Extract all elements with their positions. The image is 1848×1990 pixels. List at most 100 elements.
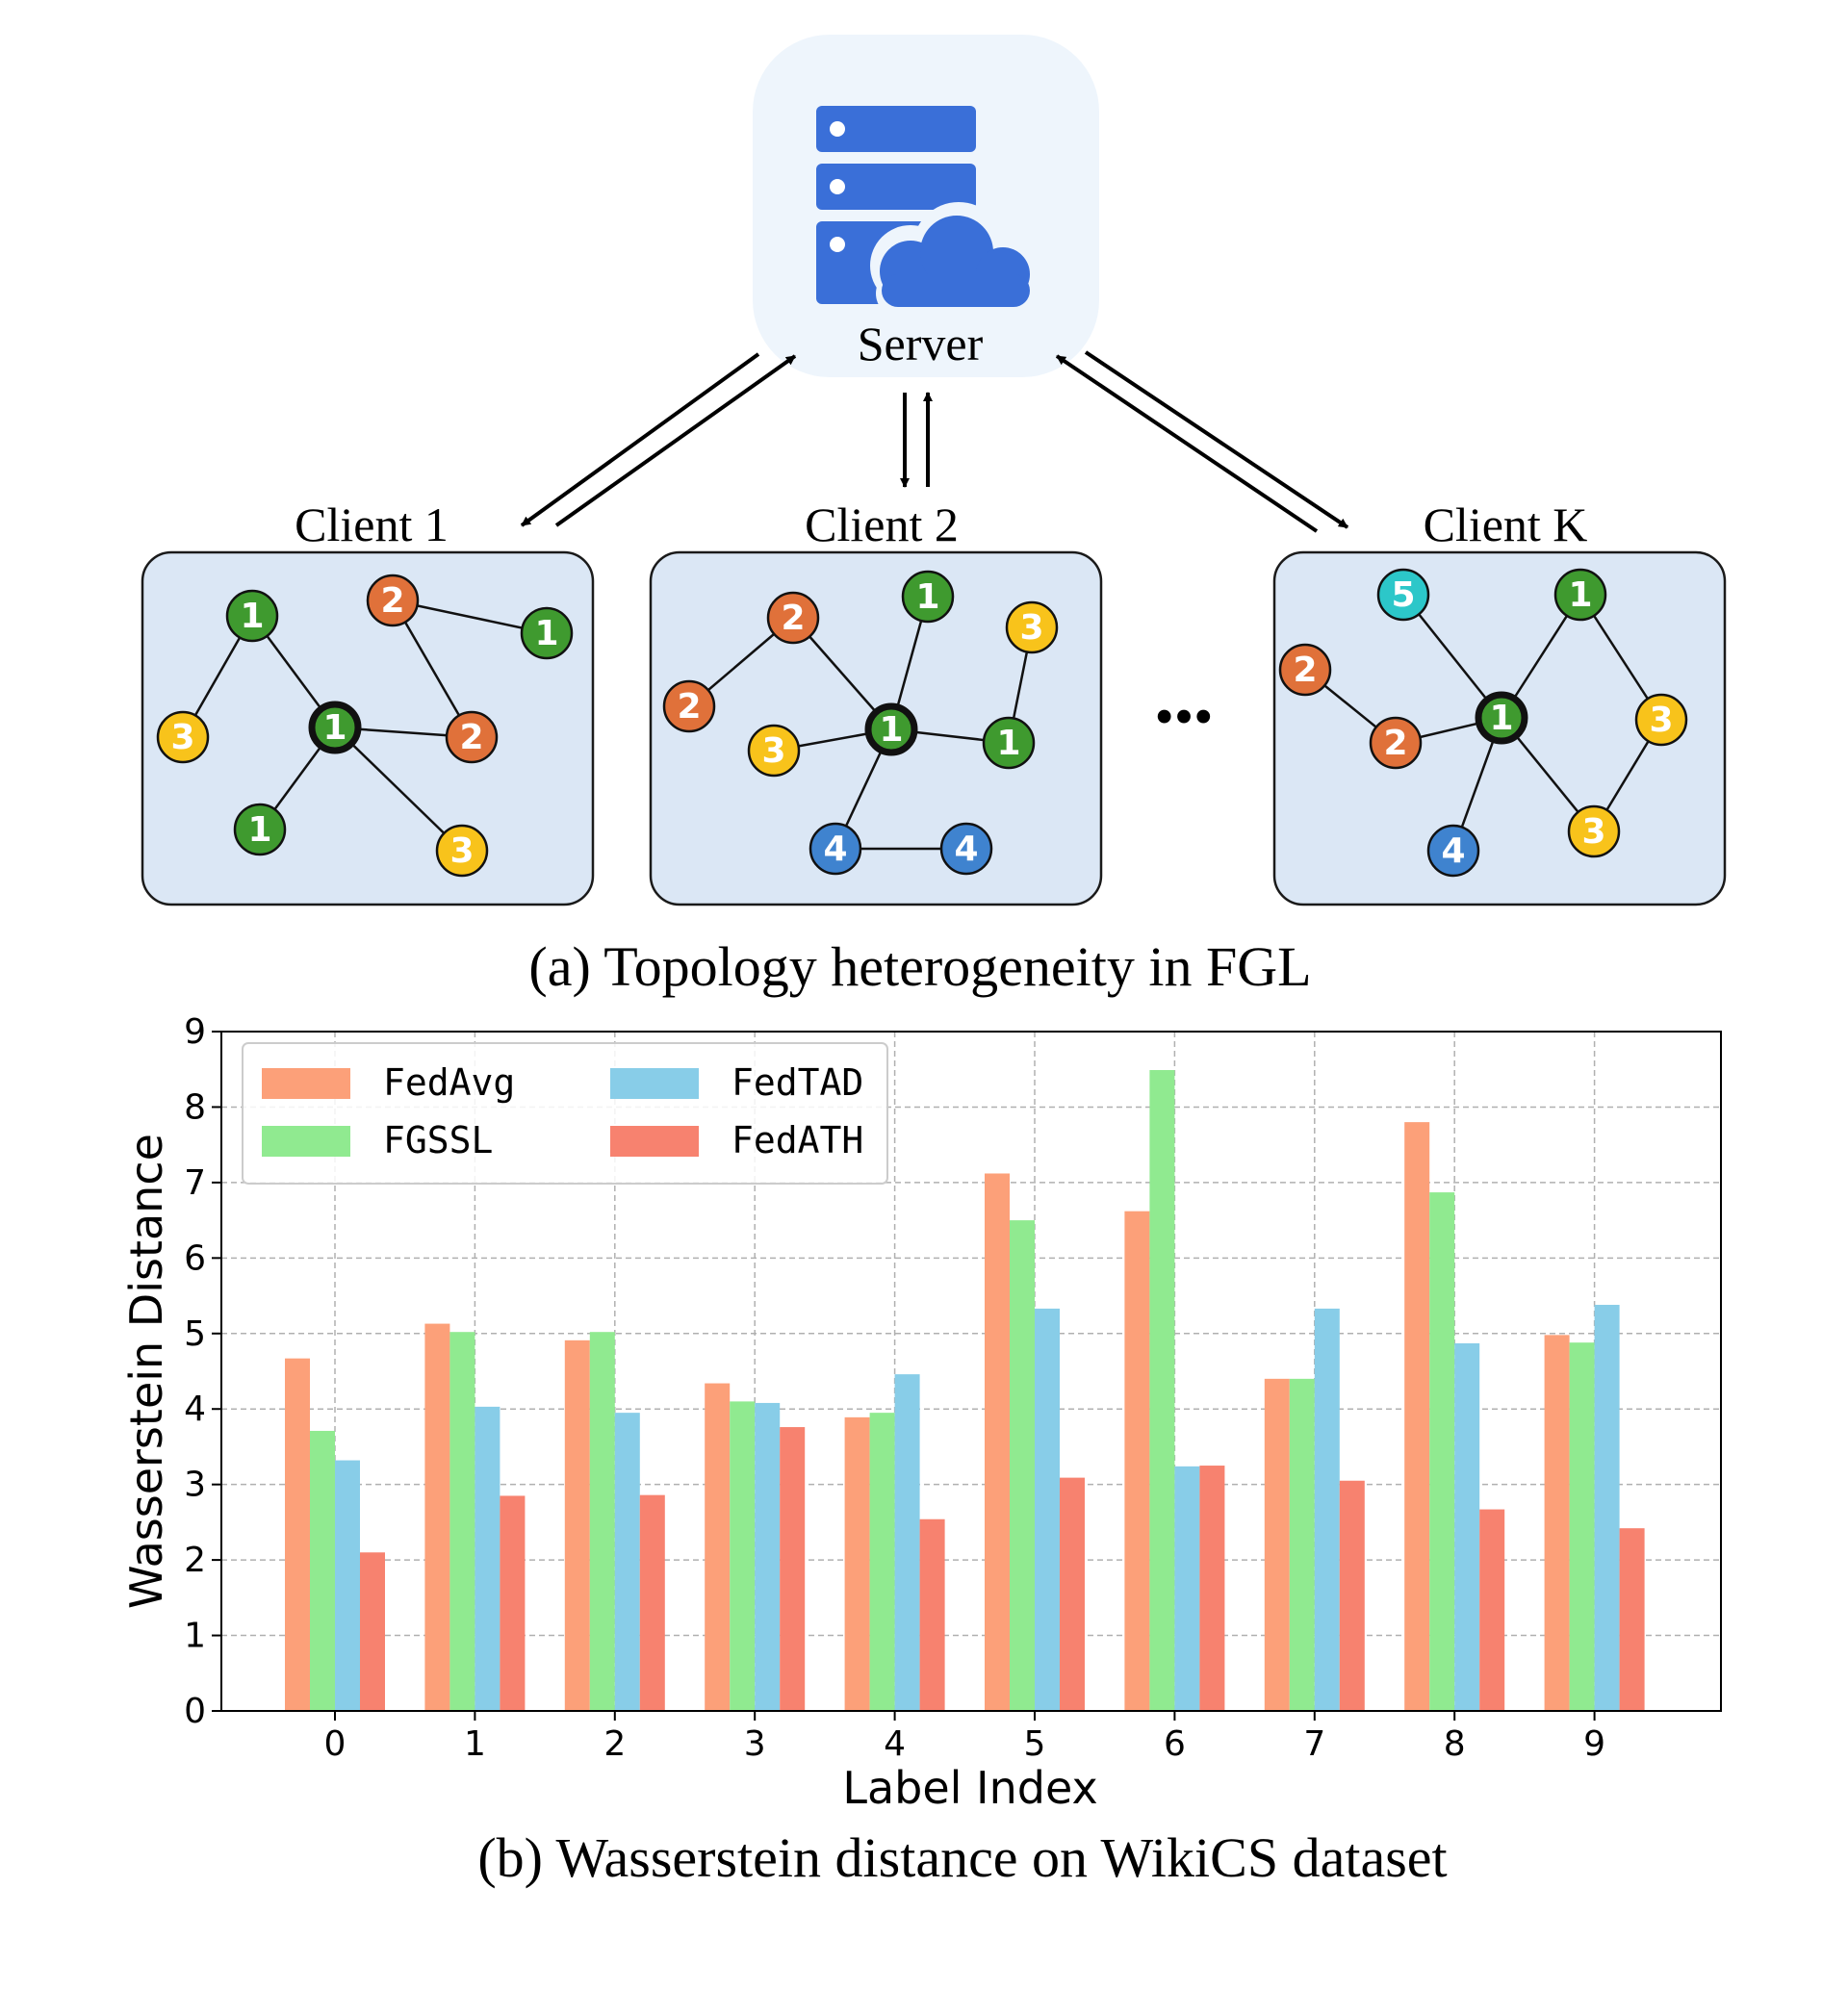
y-axis-label: Wasserstein Distance xyxy=(120,1134,172,1609)
bar-fedtad-2 xyxy=(614,1413,640,1711)
server-icon xyxy=(816,106,1043,318)
bar-fedath-3 xyxy=(780,1427,806,1711)
bar-fedtad-1 xyxy=(475,1406,500,1711)
bar-fedath-5 xyxy=(1060,1477,1085,1711)
bar-fgssl-9 xyxy=(1569,1342,1595,1711)
node-label: 4 xyxy=(823,829,847,869)
y-tick-label: 3 xyxy=(184,1466,206,1505)
x-tick-label: 5 xyxy=(1024,1724,1046,1764)
node-label: 1 xyxy=(879,710,903,750)
node-label: 1 xyxy=(322,708,346,748)
graph-node: 2 xyxy=(1278,643,1332,697)
graph-edge xyxy=(334,727,463,852)
node-label: 2 xyxy=(1293,651,1317,690)
x-tick-label: 7 xyxy=(1303,1724,1325,1764)
bar-fgssl-7 xyxy=(1289,1378,1315,1711)
y-tick-label: 8 xyxy=(184,1087,206,1127)
node-label: 3 xyxy=(1581,812,1605,852)
bar-fedavg-8 xyxy=(1404,1122,1430,1711)
graph-node: 1 xyxy=(1553,568,1607,622)
x-tick-label: 9 xyxy=(1583,1724,1605,1764)
bar-fedavg-3 xyxy=(705,1383,731,1711)
graph-node: 4 xyxy=(939,822,993,876)
bar-fedath-4 xyxy=(919,1518,945,1711)
y-tick-label: 6 xyxy=(184,1238,206,1278)
bar-fgssl-5 xyxy=(1010,1220,1035,1711)
node-label: 2 xyxy=(380,581,404,621)
bar-fedath-1 xyxy=(500,1495,526,1711)
chart-bars xyxy=(285,1070,1645,1711)
graph-node: 2 xyxy=(766,591,820,645)
x-tick-label: 2 xyxy=(603,1724,626,1764)
node-label: 2 xyxy=(459,718,483,757)
x-tick-label: 6 xyxy=(1164,1724,1186,1764)
bar-fedavg-4 xyxy=(844,1416,870,1711)
graph-node: 1 xyxy=(233,803,287,856)
legend-swatch-fedath xyxy=(610,1126,699,1157)
node-label: 3 xyxy=(170,718,194,757)
node-label: 1 xyxy=(240,597,264,636)
bar-fgssl-1 xyxy=(449,1332,475,1711)
legend-swatch-fedtad xyxy=(610,1068,699,1099)
node-label: 3 xyxy=(449,831,474,871)
legend-label-fedath: FedATH xyxy=(732,1119,863,1161)
server-box: Server xyxy=(753,35,1099,377)
graph-node: 1 xyxy=(901,570,955,624)
client-label: Client 1 xyxy=(295,498,449,551)
node-label: 2 xyxy=(677,687,701,727)
graph-node: 1 xyxy=(308,701,362,754)
bar-fedtad-9 xyxy=(1594,1304,1620,1711)
bar-fedath-6 xyxy=(1199,1466,1225,1711)
y-tick-label: 7 xyxy=(184,1163,206,1203)
node-label: 1 xyxy=(1489,699,1513,738)
server-label: Server xyxy=(858,317,984,370)
x-tick-label: 0 xyxy=(324,1724,346,1764)
graph-node: 3 xyxy=(156,710,210,764)
y-tick-label: 5 xyxy=(184,1314,206,1354)
graph-node: 3 xyxy=(435,824,489,878)
legend-label-fedavg: FedAvg xyxy=(383,1061,515,1104)
legend-swatch-fgssl xyxy=(262,1126,350,1157)
node-label: 1 xyxy=(996,724,1020,763)
node-label: 1 xyxy=(915,577,939,617)
ellipsis: ••• xyxy=(1155,685,1214,748)
bar-fedath-9 xyxy=(1619,1528,1645,1711)
node-label: 4 xyxy=(954,829,978,869)
graph-edge xyxy=(392,599,548,635)
node-label: 2 xyxy=(781,599,805,638)
x-tick-label: 1 xyxy=(464,1724,486,1764)
x-axis-label: Label Index xyxy=(842,1762,1097,1814)
graph-node: 1 xyxy=(864,702,918,756)
y-tick-label: 0 xyxy=(184,1692,206,1731)
bar-fgssl-4 xyxy=(869,1413,895,1711)
node-label: 3 xyxy=(1649,701,1673,740)
graph-node: 3 xyxy=(1005,600,1059,654)
bar-fedtad-0 xyxy=(335,1460,360,1711)
y-tick-label: 9 xyxy=(184,1012,206,1052)
legend-swatch-fedavg xyxy=(262,1068,350,1099)
graph-node: 4 xyxy=(808,822,862,876)
bar-fedath-0 xyxy=(360,1552,385,1711)
y-tick-label: 4 xyxy=(184,1390,206,1429)
bar-fedavg-7 xyxy=(1264,1378,1290,1711)
plot-frame xyxy=(220,1031,1722,1712)
client-label: Client K xyxy=(1424,498,1588,551)
bar-fgssl-6 xyxy=(1149,1070,1175,1711)
bar-fedath-7 xyxy=(1339,1480,1365,1711)
graph-node: 5 xyxy=(1376,568,1430,622)
node-label: 4 xyxy=(1441,831,1465,871)
bar-fgssl-3 xyxy=(730,1401,756,1711)
bar-fgssl-0 xyxy=(310,1430,335,1711)
bar-fedath-2 xyxy=(639,1494,665,1711)
graph-node: 1 xyxy=(982,716,1036,770)
graph-node: 1 xyxy=(1475,691,1528,745)
graph-node: 1 xyxy=(225,589,279,643)
bar-fedtad-6 xyxy=(1174,1466,1200,1711)
graph-node: 4 xyxy=(1426,824,1480,878)
